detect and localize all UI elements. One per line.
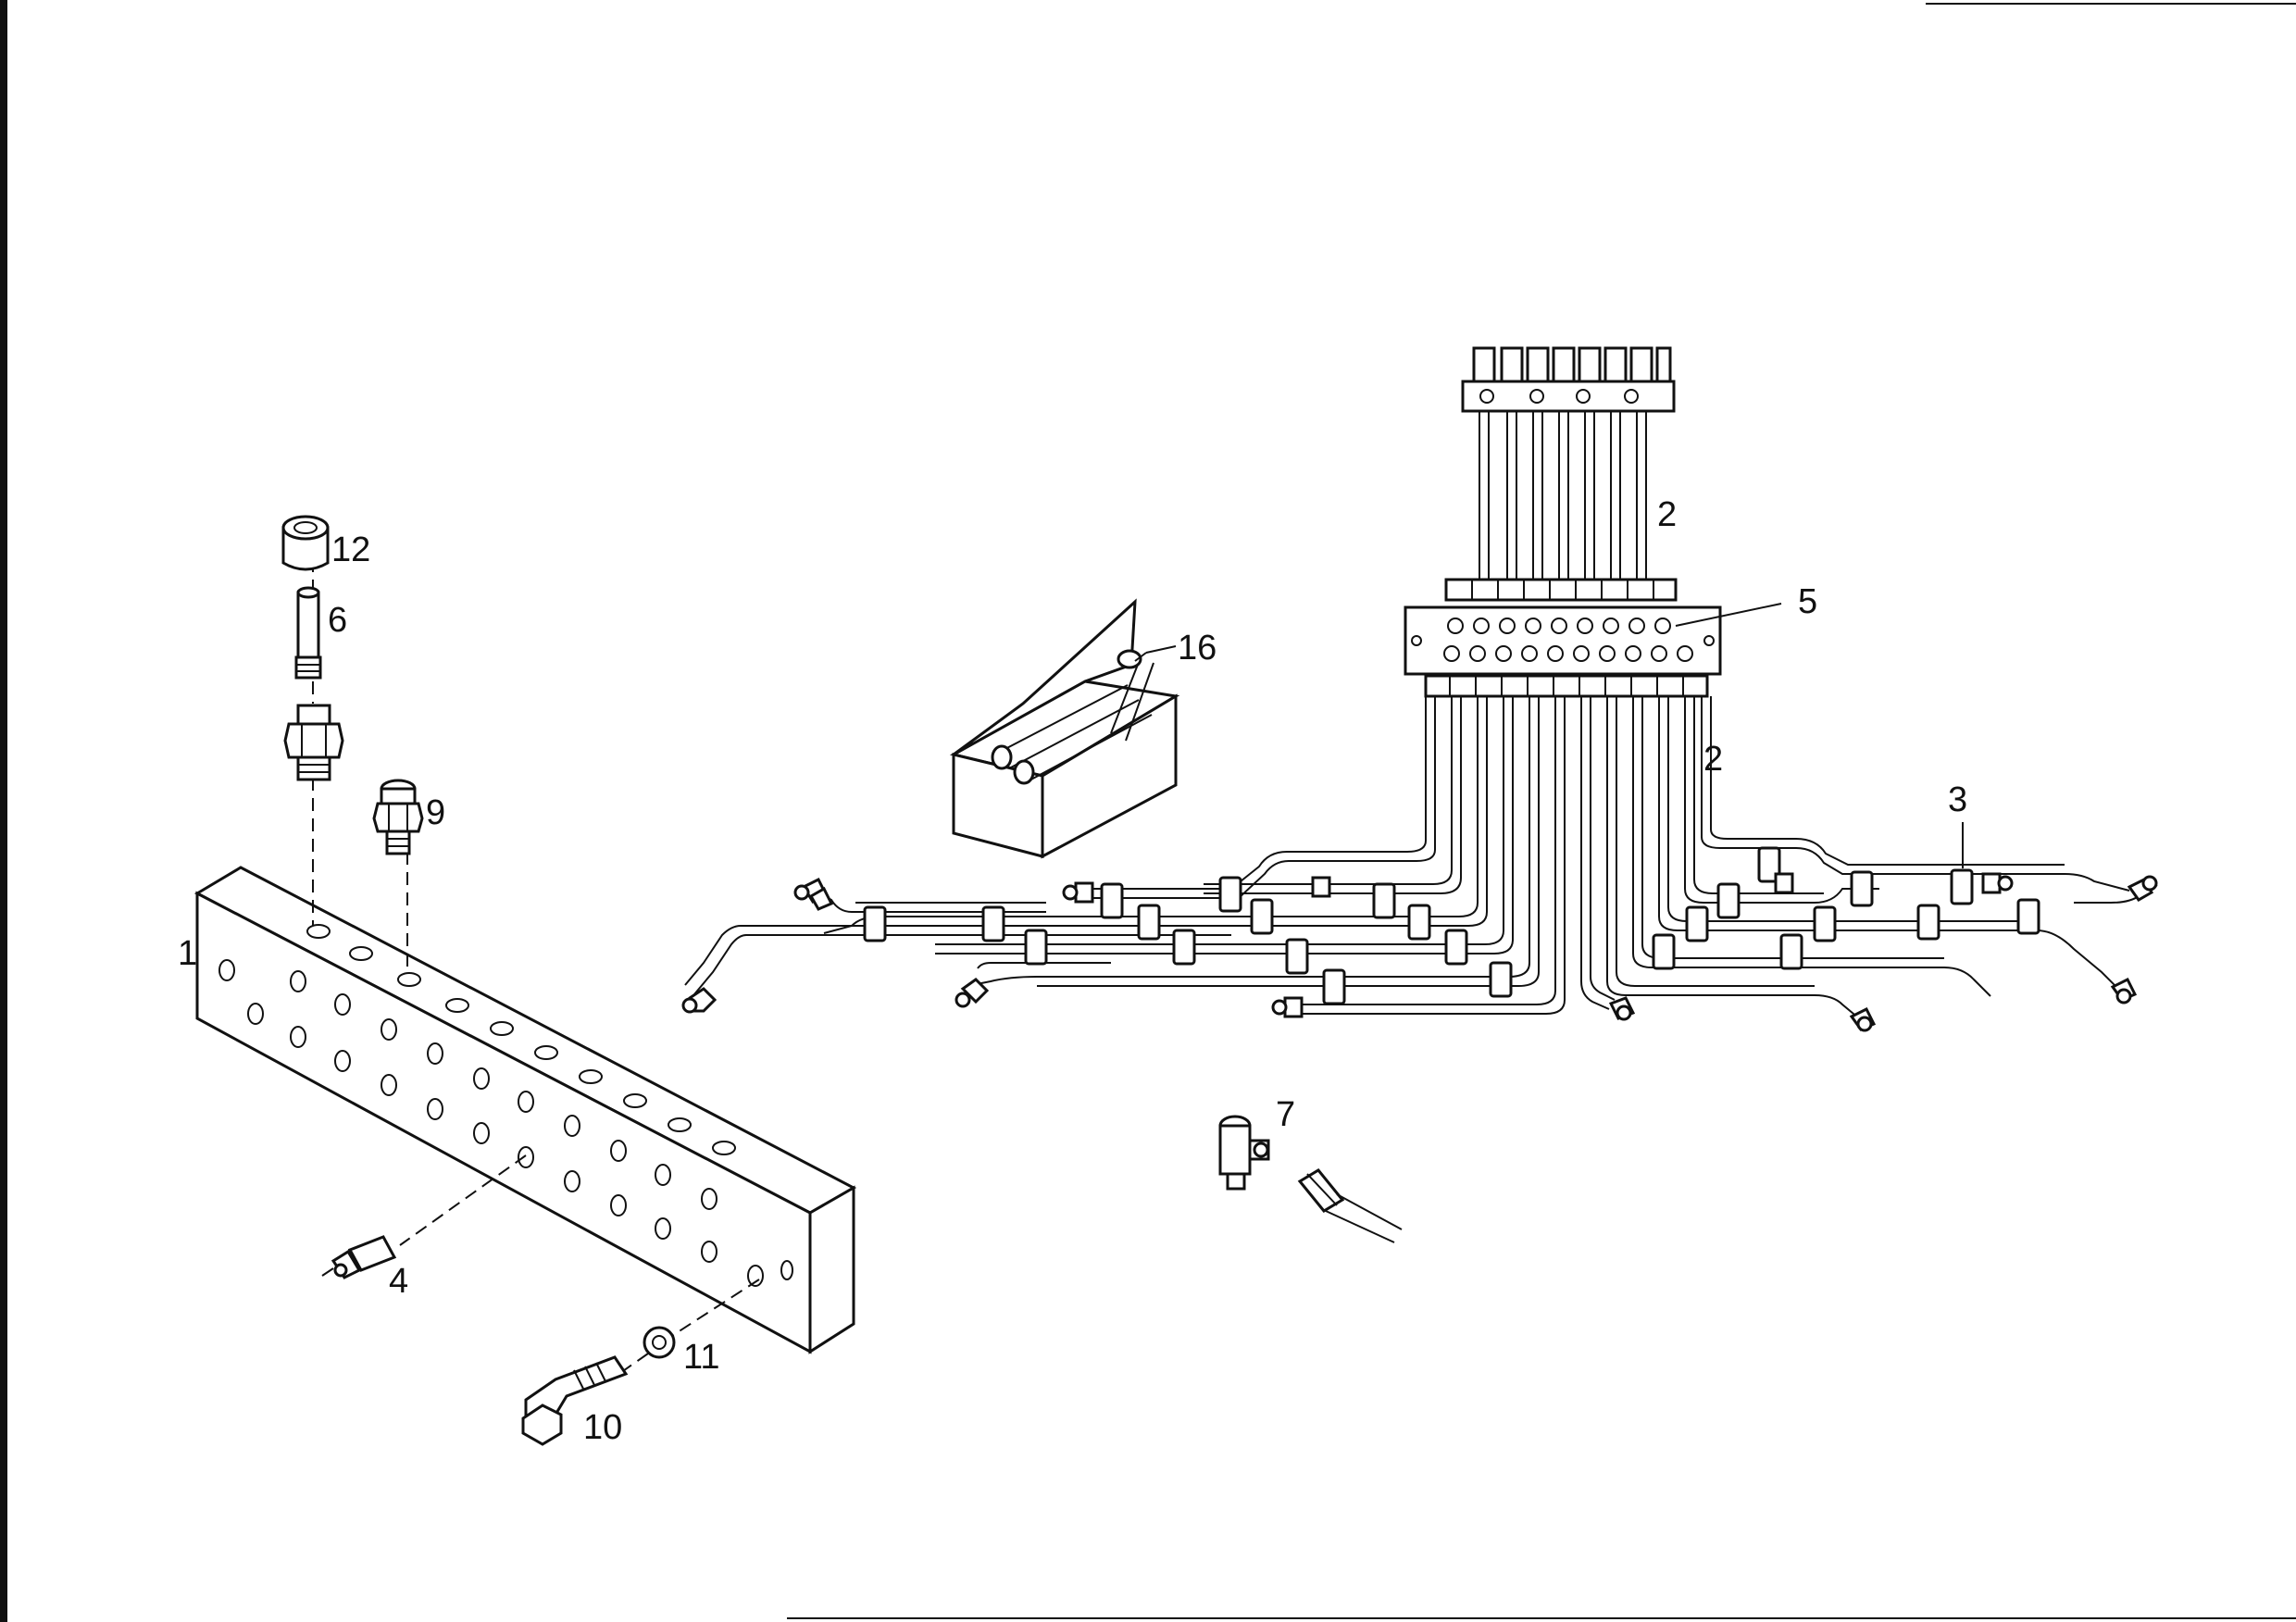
manifold-block	[193, 866, 857, 1354]
callout-2-upper: 2	[1657, 495, 1677, 534]
manifold-top-holes	[306, 924, 736, 1155]
bolt	[521, 1355, 629, 1446]
hose-connector	[1297, 1168, 1403, 1243]
callout-4: 4	[389, 1262, 408, 1301]
threaded-adapter	[283, 704, 344, 781]
callout-1: 1	[178, 934, 197, 973]
callout-16: 16	[1178, 629, 1217, 668]
grease-nipple	[321, 1235, 397, 1279]
plug-fitting	[372, 779, 424, 855]
cap-fitting	[281, 515, 330, 571]
distributor-ports	[1443, 618, 1693, 662]
pipe-end-nuts	[681, 872, 2158, 1032]
tool-box	[949, 598, 1180, 859]
callout-10: 10	[583, 1408, 622, 1447]
callout-6: 6	[328, 601, 347, 640]
swivel-fitting	[1218, 1115, 1270, 1191]
leader-lines	[1134, 603, 1964, 868]
callout-7: 7	[1276, 1095, 1295, 1134]
callout-5: 5	[1798, 582, 1817, 621]
pin-fitting	[294, 586, 322, 680]
callout-2-lower: 2	[1703, 740, 1723, 779]
pipe-harness	[681, 346, 2158, 1032]
callout-9: 9	[426, 793, 445, 832]
manifold-front-holes	[218, 959, 793, 1287]
callout-12: 12	[331, 530, 370, 569]
washer	[643, 1326, 676, 1359]
pipe-clamps	[863, 846, 2040, 1005]
callout-11: 11	[683, 1338, 719, 1377]
callout-3: 3	[1948, 780, 1967, 819]
